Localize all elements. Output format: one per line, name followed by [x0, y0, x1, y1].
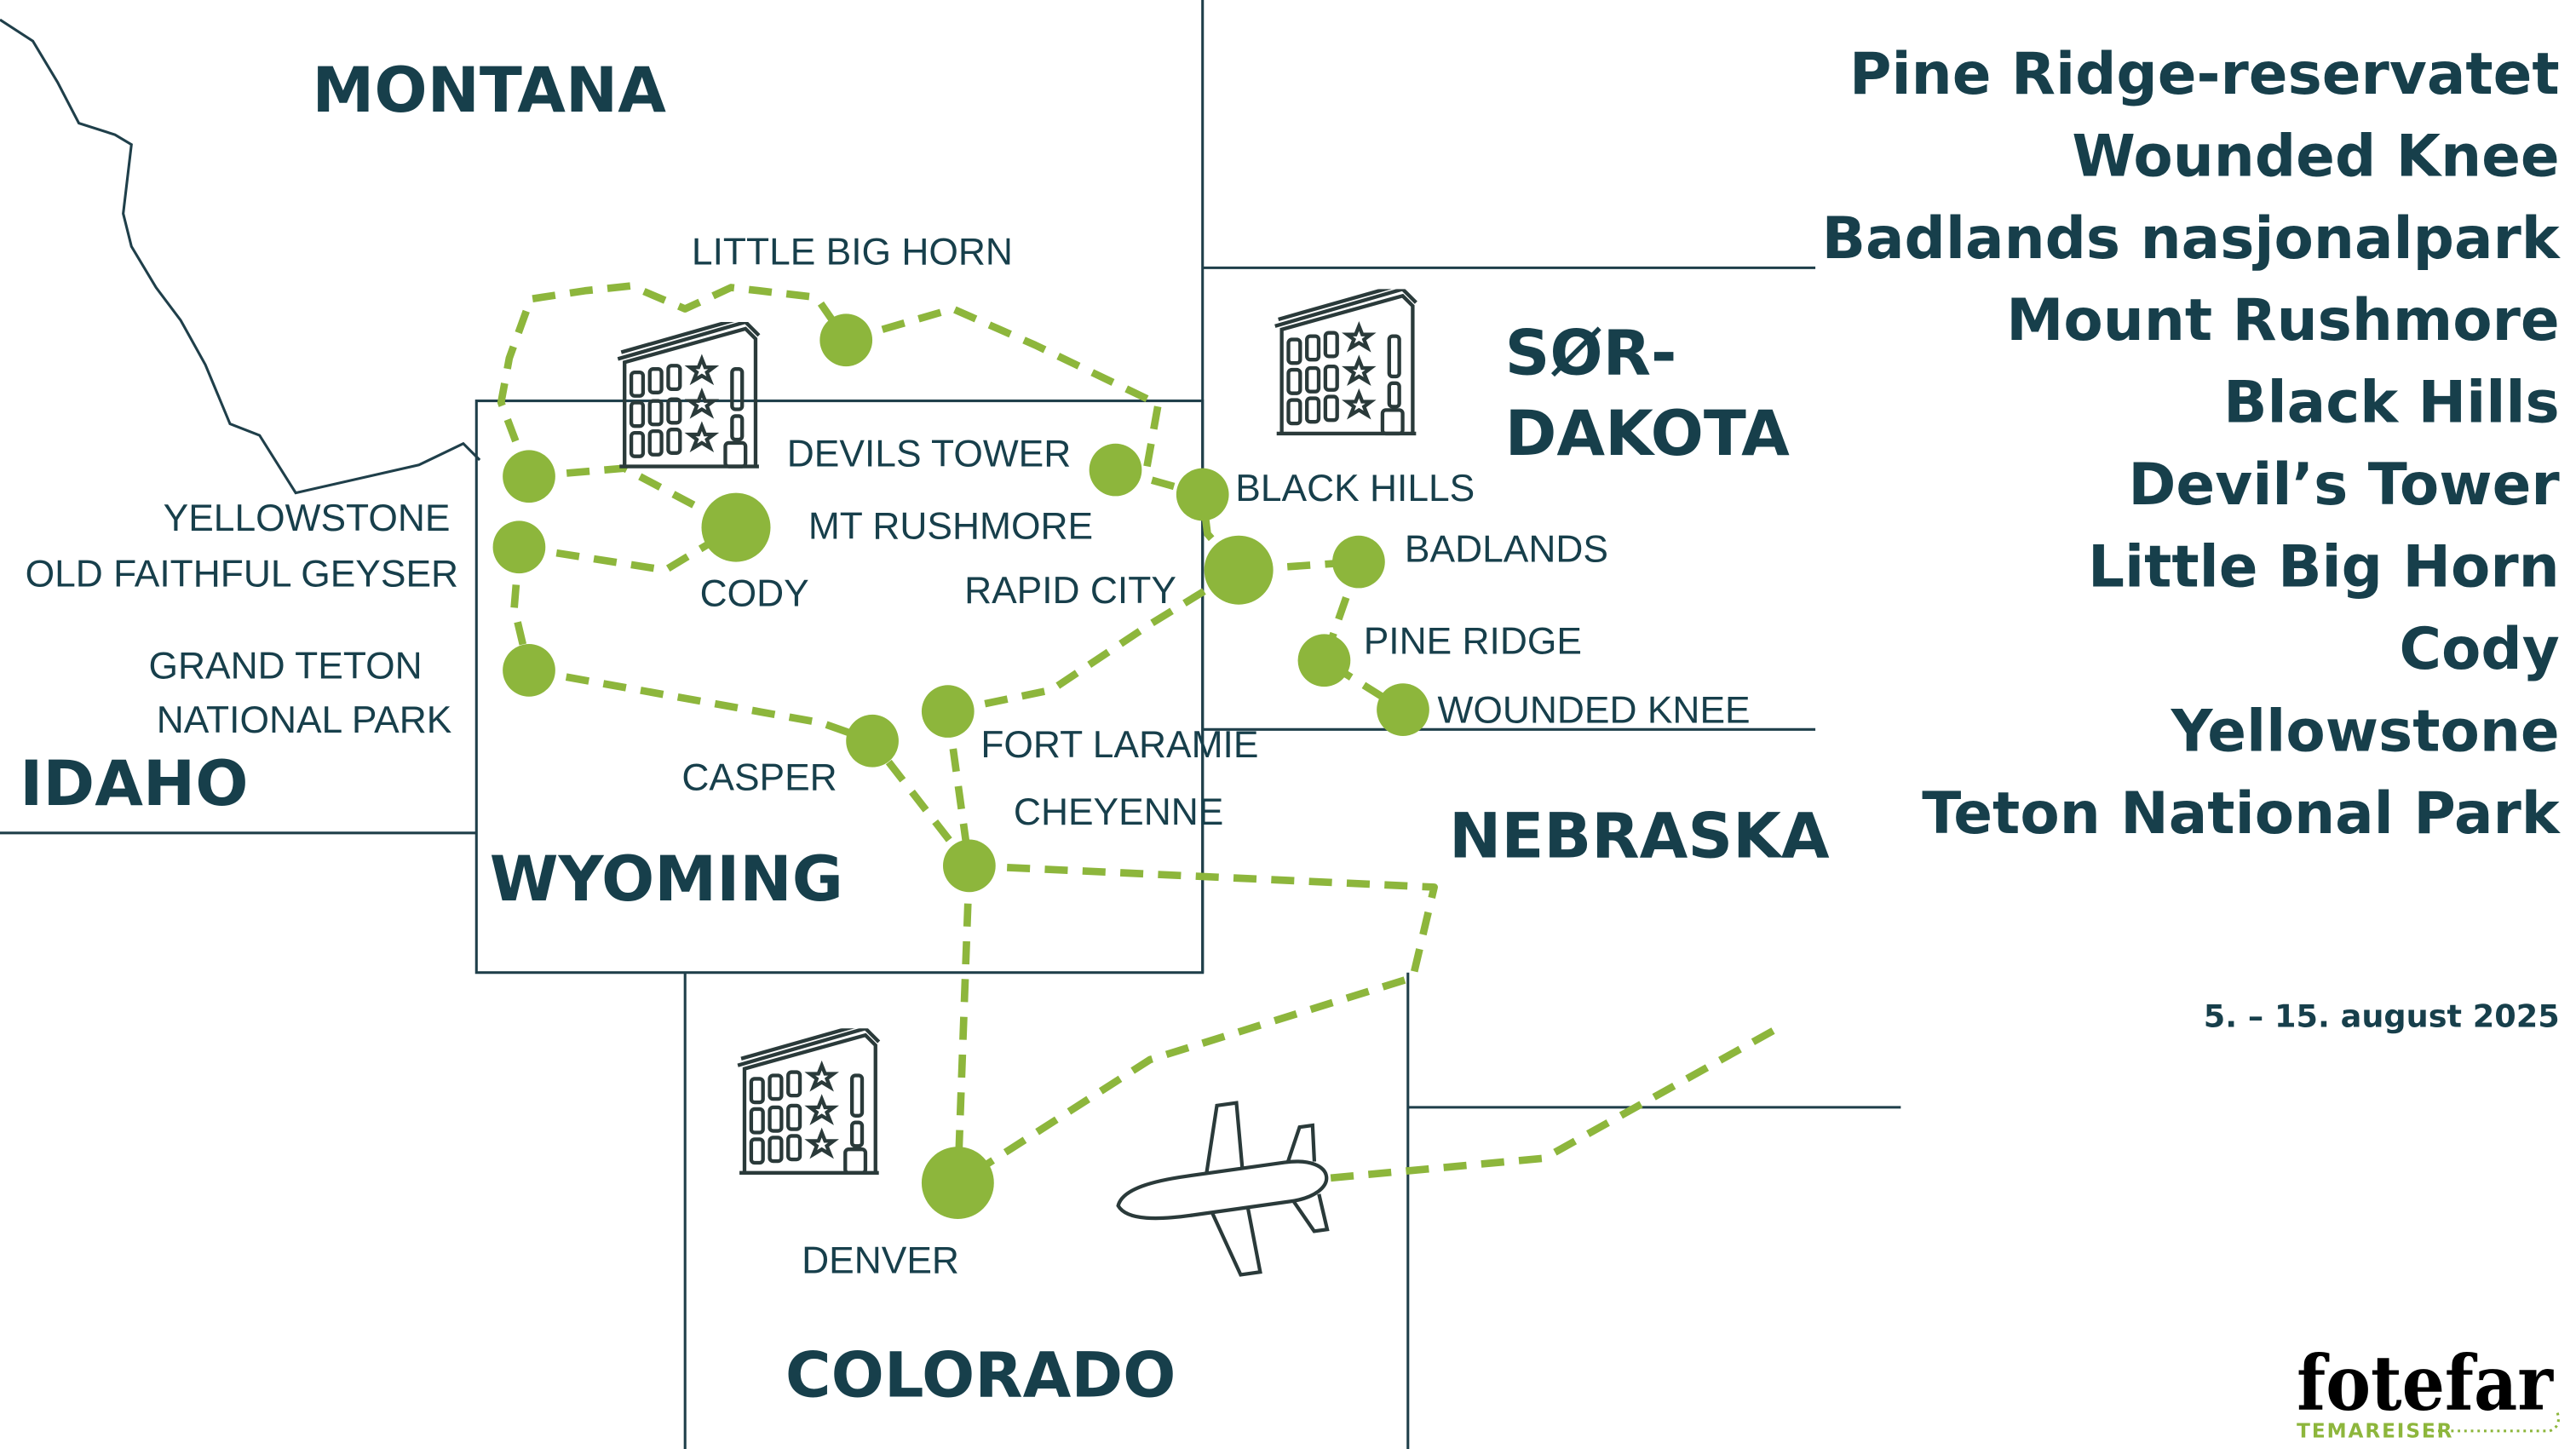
- state-colorado: COLORADO: [785, 1339, 1176, 1412]
- label-badlands: BADLANDS: [1405, 529, 1608, 571]
- label-devils-tower: DEVILS TOWER: [787, 434, 1071, 475]
- travel-route: [497, 282, 1776, 1187]
- itinerary-item: Wounded Knee: [2072, 122, 2559, 189]
- label-black-hills: BLACK HILLS: [1235, 468, 1475, 509]
- stop-casper[interactable]: [846, 714, 899, 768]
- stop-fort-laramie[interactable]: [921, 685, 975, 738]
- state-south-dakota-line1: SØR-: [1505, 318, 1677, 390]
- label-wounded-knee: WOUNDED KNEE: [1438, 690, 1751, 732]
- itinerary-item: Devil’s Tower: [2128, 451, 2560, 518]
- logo-wordmark: fotefar: [2297, 1339, 2554, 1428]
- stop-denver[interactable]: [921, 1147, 994, 1219]
- label-cheyenne: CHEYENNE: [1014, 791, 1223, 833]
- itinerary-item: Yellowstone: [2171, 697, 2560, 764]
- itinerary-item: Pine Ridge-reservatet: [1849, 40, 2560, 107]
- itinerary-item: Little Big Horn: [2088, 532, 2560, 600]
- stop-cheyenne[interactable]: [943, 839, 996, 893]
- stop-badlands[interactable]: [1332, 535, 1385, 589]
- stop-cody[interactable]: [701, 492, 771, 562]
- label-pine-ridge: PINE RIDGE: [1364, 621, 1582, 663]
- label-yellowstone: YELLOWSTONE: [164, 497, 451, 539]
- travel-dates: 5. – 15. august 2025: [2204, 998, 2560, 1034]
- state-idaho: IDAHO: [20, 748, 248, 820]
- label-cody: CODY: [700, 573, 809, 615]
- logo-subtitle: TEMAREISER: [2297, 1421, 2453, 1443]
- hotel-icon: [738, 1023, 879, 1172]
- state-south-dakota-line2: DAKOTA: [1505, 398, 1791, 470]
- stop-rapid-city[interactable]: [1204, 535, 1274, 605]
- itinerary-item: Cody: [2399, 615, 2559, 682]
- stop-yellowstone[interactable]: [503, 450, 555, 503]
- stop-old-faithful[interactable]: [492, 520, 546, 574]
- stops: [492, 313, 1429, 1219]
- itinerary-item: Badlands nasjonalpark: [1822, 204, 2562, 272]
- state-wyoming: WYOMING: [490, 843, 843, 916]
- airplane-icon: [1116, 1101, 1330, 1277]
- stop-little-big-horn[interactable]: [819, 313, 873, 367]
- itinerary-item: Black Hills: [2223, 369, 2560, 436]
- stop-black-hills[interactable]: [1176, 468, 1229, 521]
- itinerary-list: Pine Ridge-reservatet Wounded Knee Badla…: [1822, 40, 2562, 847]
- fotefar-logo: fotefar TEMAREISER: [2297, 1339, 2560, 1443]
- label-rapid-city: RAPID CITY: [964, 570, 1176, 612]
- label-denver: DENVER: [802, 1240, 959, 1282]
- itinerary-item: Mount Rushmore: [2006, 286, 2559, 354]
- label-grand-teton-line1: GRAND TETON: [149, 646, 423, 687]
- hotel-icon: [618, 317, 759, 466]
- itinerary-item: Teton National Park: [1922, 779, 2562, 847]
- stop-devils-tower[interactable]: [1089, 443, 1142, 497]
- hotel-icon: [1275, 285, 1417, 434]
- state-nebraska: NEBRASKA: [1449, 801, 1830, 873]
- label-mt-rushmore: MT RUSHMORE: [808, 506, 1093, 548]
- label-old-faithful: OLD FAITHFUL GEYSER: [26, 554, 458, 595]
- label-casper: CASPER: [681, 757, 837, 799]
- state-montana: MONTANA: [312, 55, 666, 127]
- stop-pine-ridge[interactable]: [1297, 634, 1351, 687]
- label-fort-laramie: FORT LARAMIE: [980, 724, 1258, 766]
- stop-wounded-knee[interactable]: [1377, 683, 1429, 736]
- label-grand-teton-line2: NATIONAL PARK: [157, 699, 452, 741]
- label-little-big-horn: LITTLE BIG HORN: [692, 232, 1013, 273]
- stop-grand-teton[interactable]: [503, 644, 555, 697]
